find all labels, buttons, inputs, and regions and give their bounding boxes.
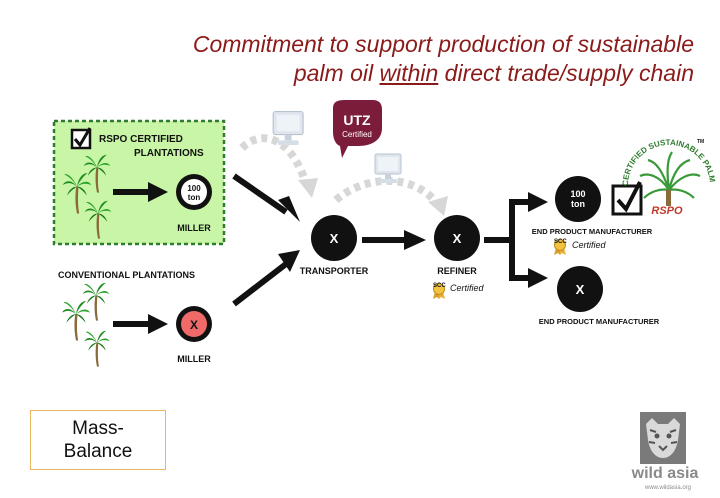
conventional-plantations-label: CONVENTIONAL PLANTATIONS xyxy=(58,270,195,280)
title-line-2-post: direct trade/supply chain xyxy=(438,60,694,86)
refiner-node xyxy=(434,215,480,261)
conventional-miller-label: MILLER xyxy=(177,354,211,364)
end-manufacturer-x: X xyxy=(576,282,585,297)
end-manufacturer-certified-label: END PRODUCT MANUFACTURER xyxy=(532,227,653,236)
rspo-certified-label-2: PLANTATIONS xyxy=(134,148,204,159)
end-manufacturer-unit: ton xyxy=(571,199,585,209)
palm-tree-icon xyxy=(62,300,90,341)
title-line-2: palm oil within direct trade/supply chai… xyxy=(94,59,694,88)
end-manufacturer-conventional-node xyxy=(557,266,603,312)
title-line-1: Commitment to support production of sust… xyxy=(192,31,694,57)
palm-tree-icon xyxy=(84,330,110,367)
end-certified-label: Certified xyxy=(572,240,607,250)
slide-title: Commitment to support production of sust… xyxy=(94,30,694,88)
mass-balance-box: Mass- Balance xyxy=(30,410,166,470)
arrow-icon xyxy=(232,250,300,307)
dotted-arc xyxy=(239,134,310,186)
refiner-certified-label: Certified xyxy=(450,283,485,293)
mass-balance-line-2: Balance xyxy=(63,441,133,462)
palm-frond-icon xyxy=(639,151,701,199)
end-manufacturer-conventional-label: END PRODUCT MANUFACTURER xyxy=(539,317,660,326)
conventional-miller-x: X xyxy=(190,318,198,332)
transporter-x: X xyxy=(330,231,339,246)
transporter-node xyxy=(311,215,357,261)
wild-asia-name: wild asia xyxy=(631,465,699,482)
title-line-2-pre: palm oil xyxy=(293,60,380,86)
certified-miller-unit: ton xyxy=(188,193,201,202)
rspo-word: RSPO xyxy=(651,205,683,217)
utz-certified-badge: UTZ Certified xyxy=(333,100,382,158)
palm-tree-icon xyxy=(82,282,110,321)
refiner-scc-label: SCC xyxy=(433,283,446,289)
dotted-arc xyxy=(333,177,442,207)
refiner-x: X xyxy=(453,231,462,246)
refiner-label: REFINER xyxy=(437,266,477,276)
fork-arrow-icon xyxy=(484,192,548,288)
certified-miller-label: MILLER xyxy=(177,223,211,233)
end-manufacturer-amount: 100 xyxy=(570,189,585,199)
checkbox-icon xyxy=(611,181,643,216)
tiger-face-icon xyxy=(646,418,680,458)
certified-miller-amount: 100 xyxy=(187,184,201,193)
arrow-icon xyxy=(362,230,426,250)
rspo-certified-label-1: RSPO CERTIFIED xyxy=(99,134,183,145)
end-manufacturer-certified-node xyxy=(555,176,601,222)
rspo-tm: TM xyxy=(697,139,704,145)
title-underlined-word: within xyxy=(379,60,439,86)
end-scc-label: SCC xyxy=(554,239,567,245)
arrow-icon xyxy=(113,182,168,202)
mass-balance-line-1: Mass- xyxy=(72,418,124,439)
arrow-icon xyxy=(232,173,300,222)
arrow-icon xyxy=(113,314,168,334)
transporter-label: TRANSPORTER xyxy=(300,266,369,276)
wild-asia-logo: wild asia www.wildasia.org xyxy=(631,412,699,491)
wild-asia-url: www.wildasia.org xyxy=(644,485,691,491)
utz-label: UTZ xyxy=(343,112,371,128)
checkbox-icon xyxy=(70,127,92,150)
utz-sub-label: Certified xyxy=(342,130,372,139)
